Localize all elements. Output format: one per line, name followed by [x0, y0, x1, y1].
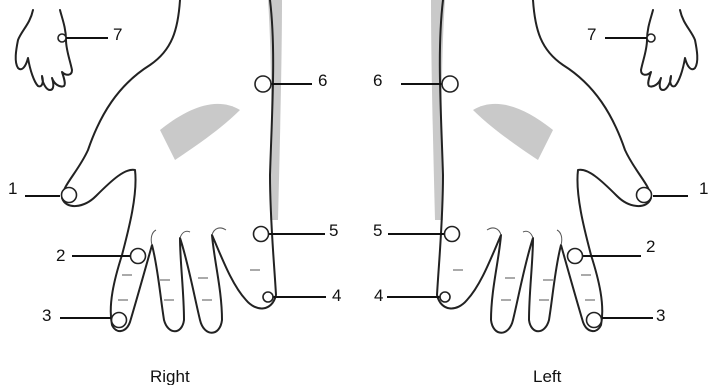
left-hand-finger-gap-3	[487, 228, 501, 235]
left-marker-6-label: 6	[373, 71, 382, 90]
right-marker-7-label: 7	[113, 25, 122, 44]
right-marker-5: 5	[254, 221, 339, 242]
left-marker-2-circle	[568, 249, 583, 264]
right-hand-inset	[16, 10, 72, 90]
left-marker-2-label: 2	[646, 237, 655, 256]
left-marker-7-label: 7	[587, 25, 596, 44]
right-marker-1: 1	[8, 179, 77, 203]
left-marker-6-circle	[442, 76, 458, 92]
left-marker-1-label: 1	[699, 179, 708, 198]
right-marker-6: 6	[255, 71, 327, 92]
left-marker-4-circle	[440, 292, 450, 302]
right-marker-3-circle	[112, 313, 127, 328]
right-hand-palm-shade	[160, 104, 240, 160]
right-marker-6-label: 6	[318, 71, 327, 90]
right-marker-7-inset-dot	[58, 34, 66, 42]
right-marker-2-label: 2	[56, 246, 65, 265]
right-marker-5-circle	[254, 227, 269, 242]
left-hand-outline	[437, 0, 651, 333]
right-marker-3-label: 3	[42, 306, 51, 325]
right-marker-1-label: 1	[8, 179, 17, 198]
right-hand-caption: Right	[150, 367, 190, 385]
right-marker-1-circle	[62, 188, 77, 203]
left-hand-palm-shade	[473, 104, 553, 160]
right-marker-4-circle	[263, 292, 273, 302]
right-marker-2: 2	[56, 246, 146, 265]
left-hand: 1 2 3 4 5 6 7 Left	[373, 0, 708, 385]
left-hand-caption: Left	[533, 367, 562, 385]
left-marker-3-label: 3	[656, 306, 665, 325]
right-hand: 1 2 3 4 5 6 7 Rig	[8, 0, 341, 385]
right-marker-5-label: 5	[329, 221, 338, 240]
left-hand-finger-gap-1	[557, 230, 562, 245]
left-marker-3-circle	[587, 313, 602, 328]
left-hand-inset	[641, 10, 697, 90]
right-hand-outline	[62, 0, 276, 333]
left-marker-1-circle	[637, 188, 652, 203]
right-marker-3: 3	[42, 306, 127, 328]
right-hand-finger-gap-2	[180, 231, 190, 238]
left-marker-7-inset-dot	[647, 34, 655, 42]
right-marker-2-circle	[131, 249, 146, 264]
right-hand-finger-gap-3	[212, 228, 226, 235]
left-hand-finger-gap-2	[523, 231, 533, 238]
right-marker-7: 7	[66, 25, 122, 44]
left-marker-5-label: 5	[373, 221, 382, 240]
left-marker-5-circle	[445, 227, 460, 242]
right-marker-4-label: 4	[332, 286, 341, 305]
right-hand-finger-gap-1	[151, 230, 156, 245]
left-marker-4-label: 4	[374, 286, 383, 305]
right-marker-6-circle	[255, 76, 271, 92]
